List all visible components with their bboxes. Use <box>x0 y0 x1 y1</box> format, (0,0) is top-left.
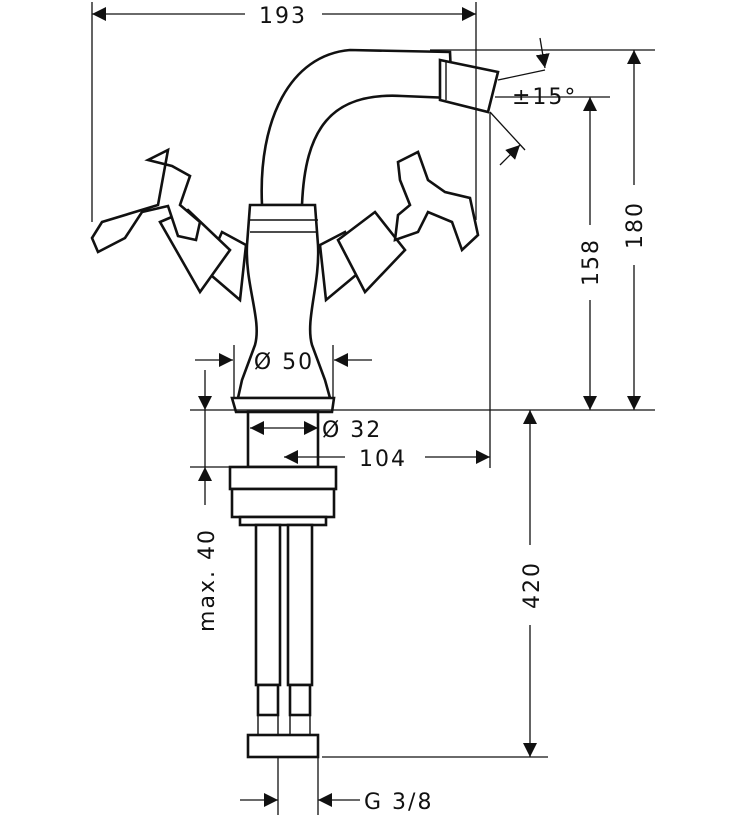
dimension-base-diameter: Ø 50 <box>195 350 372 375</box>
dimension-hose-length: 420 <box>520 410 545 757</box>
svg-text:G 3/8: G 3/8 <box>364 790 433 815</box>
dimension-spout-angle: ±15° <box>489 37 577 166</box>
svg-text:104: 104 <box>359 447 407 472</box>
svg-text:180: 180 <box>623 201 648 249</box>
faucet-outline <box>90 48 500 759</box>
dimension-max-deck-thickness: max. 40 <box>195 370 220 632</box>
svg-text:max. 40: max. 40 <box>195 528 220 632</box>
svg-text:193: 193 <box>259 4 307 29</box>
extension-lines <box>91 2 655 815</box>
dimension-connection-thread: G 3/8 <box>240 790 433 815</box>
svg-text:420: 420 <box>520 561 545 609</box>
dimension-spout-height: 158 <box>579 97 604 410</box>
svg-text:Ø 50: Ø 50 <box>254 350 314 375</box>
svg-text:Ø 32: Ø 32 <box>322 418 382 443</box>
dimension-total-height: 180 <box>623 50 648 410</box>
dimension-shank-diameter: Ø 32 <box>250 418 382 443</box>
dimension-overall-width: 193 <box>92 4 476 29</box>
svg-text:±15°: ±15° <box>512 85 577 110</box>
dimension-spout-reach: 104 <box>284 447 490 472</box>
svg-text:158: 158 <box>579 238 604 286</box>
